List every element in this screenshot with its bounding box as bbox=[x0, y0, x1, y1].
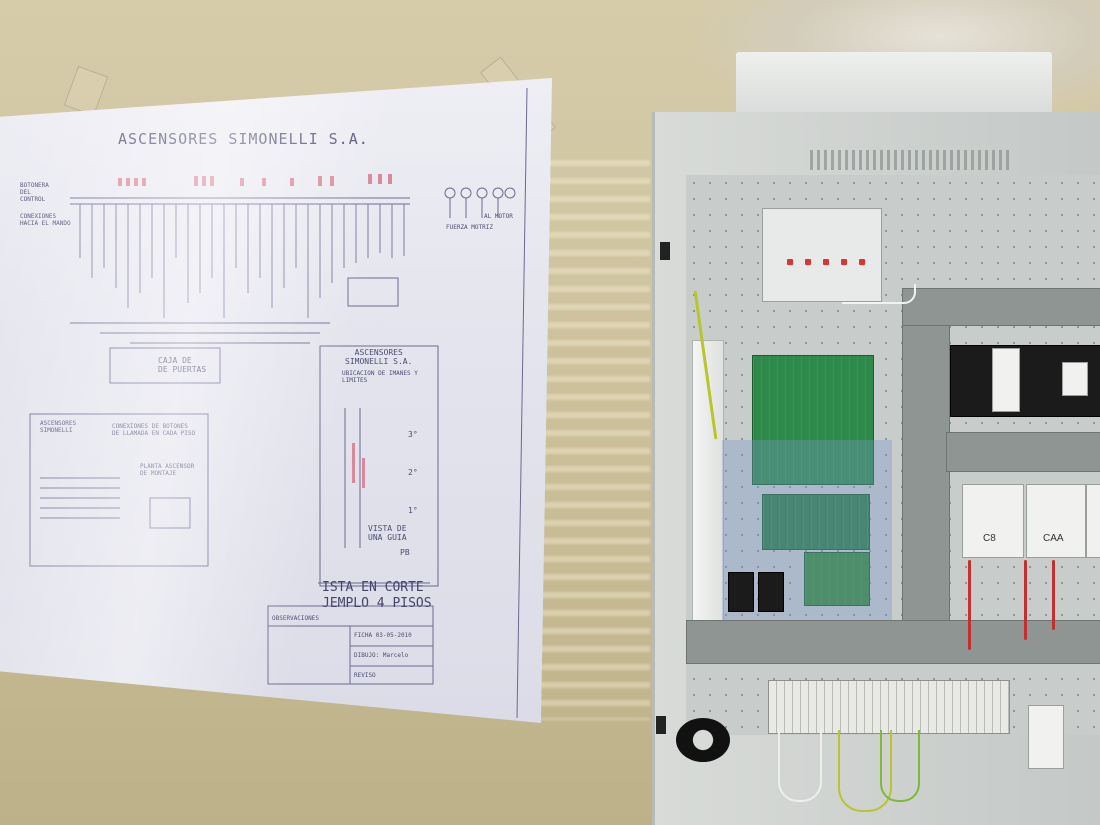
breaker-white bbox=[992, 348, 1020, 412]
floor-1: 1° bbox=[408, 506, 418, 515]
wire-yellow-green bbox=[880, 730, 920, 802]
contactor-label: C8 bbox=[983, 533, 996, 544]
box-center-label: ASCENSORES SIMONELLI S.A. bbox=[345, 348, 413, 366]
contactor-partial bbox=[1086, 484, 1100, 558]
note-conexiones: CONEXIONES HACIA EL MANDO bbox=[20, 213, 71, 227]
left-box-note-2: PLANTA ASCENSOR DE MONTAJE bbox=[140, 463, 195, 477]
left-box-note: CONEXIONES DE BOTONES DE LLAMADA EN CADA… bbox=[112, 423, 196, 437]
cabinet-hinge-top bbox=[660, 242, 670, 260]
schematic-drawing bbox=[29, 87, 528, 719]
title-block-line2: JEMPLO 4 PISOS bbox=[322, 596, 432, 611]
title-block-reviso: REVISO bbox=[354, 672, 376, 679]
cabinet-vent bbox=[810, 150, 1010, 170]
relay-led bbox=[841, 259, 847, 265]
title-block-line1: ISTA EN CORTE bbox=[322, 580, 424, 595]
left-box-title: ASCENSORES SIMONELLI bbox=[40, 420, 77, 434]
wire-red bbox=[968, 560, 971, 650]
wire-white bbox=[778, 730, 822, 802]
contactor-label: CAA bbox=[1043, 533, 1064, 544]
contactor-c8: C8 bbox=[962, 484, 1024, 558]
breaker-white bbox=[1062, 362, 1088, 396]
title-block-obs: OBSERVACIONES bbox=[272, 615, 319, 622]
wire-white-bundle bbox=[842, 284, 916, 304]
tape-top-left bbox=[63, 65, 109, 117]
note-caja: CAJA DE DE PUERTAS bbox=[158, 356, 207, 374]
electrical-tape-roll bbox=[676, 718, 730, 762]
main-controller-board bbox=[752, 355, 874, 485]
vista-guia: VISTA DE UNA GUIA bbox=[368, 524, 407, 542]
relay-led bbox=[859, 259, 865, 265]
title-block-dibujo: DIBUJO: Marcelo bbox=[354, 652, 409, 659]
cabinet-hinge-bottom bbox=[656, 716, 666, 734]
relay-module bbox=[762, 208, 882, 302]
switch-right bbox=[758, 572, 784, 612]
title-block-ficha: FICHA 03-05-2010 bbox=[354, 632, 412, 639]
note-fuerza: FUERZA MOTRIZ bbox=[446, 224, 493, 231]
note-motor: AL MOTOR bbox=[484, 213, 513, 220]
relay-led bbox=[805, 259, 811, 265]
relay-led bbox=[787, 259, 793, 265]
grey-duct-top bbox=[902, 288, 1100, 326]
cabinet-lid bbox=[736, 52, 1052, 122]
floor-pb: PB bbox=[400, 548, 410, 557]
grey-duct-middle bbox=[946, 432, 1100, 472]
contactor-caa: CAA bbox=[1026, 484, 1086, 558]
grey-duct-bottom bbox=[686, 620, 1100, 664]
secondary-board bbox=[762, 494, 870, 550]
wire-yellow-green bbox=[838, 730, 892, 812]
wire-red bbox=[1024, 560, 1027, 640]
small-relay-bottom bbox=[1028, 705, 1064, 769]
floor-2: 2° bbox=[408, 468, 418, 477]
grey-duct-vertical bbox=[902, 300, 950, 647]
floor-3: 3° bbox=[408, 430, 418, 439]
poster-title: ASCENSORES SIMONELLI S.A. bbox=[118, 130, 369, 148]
terminal-block-rail bbox=[768, 680, 1010, 734]
small-board bbox=[804, 552, 870, 606]
switch-left bbox=[728, 572, 754, 612]
note-botonera: BOTONERA DEL CONTROL bbox=[20, 182, 49, 203]
light-stripes bbox=[540, 160, 650, 720]
wiring-diagram-poster: ASCENSORES SIMONELLI S.A. bbox=[0, 78, 552, 723]
box-center-sub: UBICACION DE IMANES Y LIMITES bbox=[342, 370, 418, 384]
wire-red bbox=[1052, 560, 1055, 630]
relay-led bbox=[823, 259, 829, 265]
